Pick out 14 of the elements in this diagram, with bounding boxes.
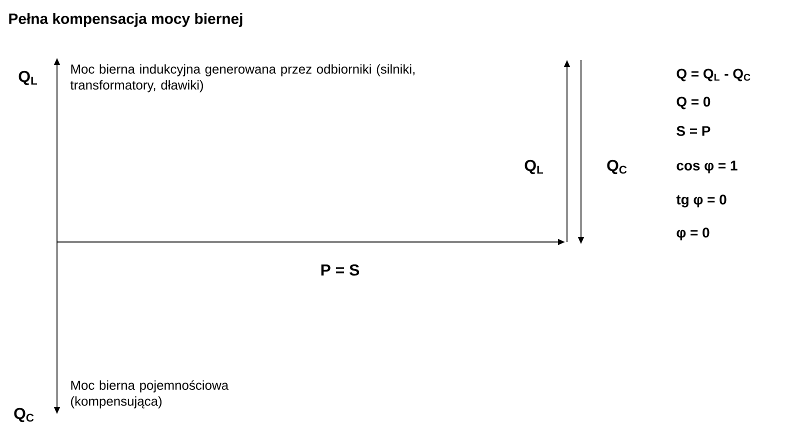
equation: cos φ = 1 <box>676 160 738 174</box>
vector-label: Q$_{L}$ <box>524 160 544 174</box>
axis-label: Q$_{L}$ <box>18 70 38 86</box>
equation: φ = 0 <box>676 228 710 240</box>
equation: Q = 0 <box>676 96 710 110</box>
vector-label: Q$_{C}$ <box>607 160 627 174</box>
axis-description: Moc bierna indukcyjna generowana przez odbiorniki (silniki, transformatory, dławiki) <box>70 64 414 92</box>
equation: Q = Q$_{L}$ - Q$_{C}$ <box>676 68 750 82</box>
vector-label: P = S <box>321 264 360 276</box>
equation: tg φ = 0 <box>676 194 726 208</box>
axis-description: Moc bierna pojemnościowa (kompensująca) <box>71 380 229 408</box>
axis-label: Q$_{C}$ <box>14 408 34 422</box>
equation: S = P <box>676 126 710 136</box>
title: Pełna kompensacja mocy biernej <box>9 13 242 27</box>
